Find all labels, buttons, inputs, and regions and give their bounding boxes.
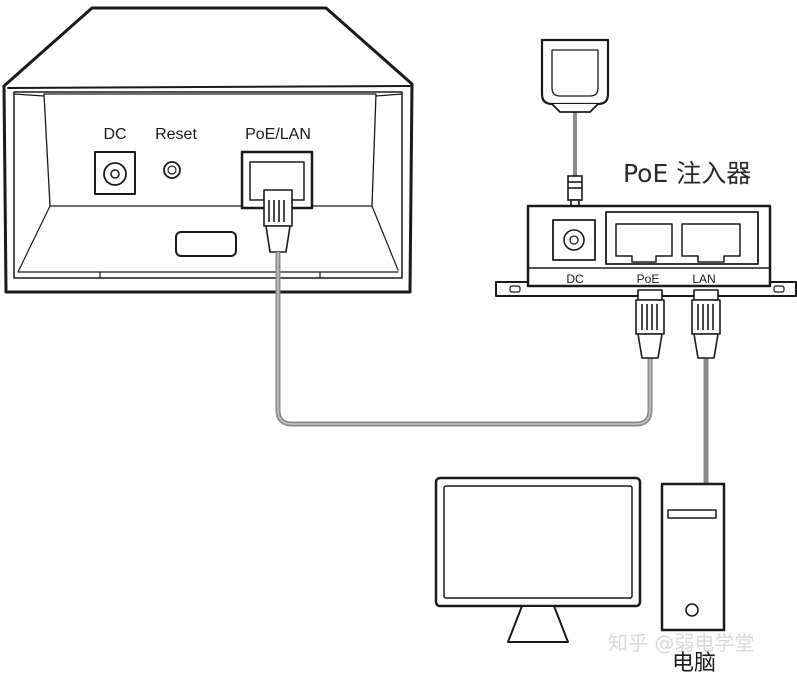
- injector-lan-label: LAN: [692, 272, 715, 286]
- ap-back-wall: [43, 93, 377, 207]
- ap-dc-label: DC: [103, 126, 126, 143]
- computer-label: 电脑: [672, 651, 716, 676]
- power-adapter: [540, 38, 610, 113]
- ap-dc-jack-pin: [110, 169, 120, 179]
- ap-poe-lan-label: PoE/LAN: [245, 126, 311, 143]
- ap-rj45-plug: [263, 189, 293, 253]
- injector-dc-label: DC: [566, 272, 584, 286]
- ap-bottom-lip: [99, 271, 321, 279]
- poe-cable-core: [277, 252, 651, 425]
- injector-poe-port: [615, 223, 673, 263]
- injector-lan-port: [681, 223, 741, 263]
- access-point-device: [2, 6, 414, 294]
- injector-poe-label: PoE: [637, 272, 660, 286]
- tower-power-button: [685, 603, 699, 617]
- injector-lan-rj45-plug: [691, 289, 721, 359]
- injector-poe-rj45-plug: [635, 289, 665, 359]
- ap-bottom-slot: [175, 231, 237, 257]
- ap-perspective-edges: [13, 93, 403, 273]
- injector-title: PoE 注入器: [623, 159, 751, 188]
- computer-tower: [660, 482, 726, 632]
- poe-injector: [495, 204, 797, 297]
- ap-reset-label: Reset: [155, 126, 197, 143]
- ap-housing-bevel: [7, 85, 411, 89]
- monitor-stand: [507, 605, 569, 643]
- computer-monitor: [434, 476, 642, 643]
- ap-reset-button-inner: [167, 165, 177, 175]
- watermark-text: 知乎 @弱电学堂: [608, 631, 754, 655]
